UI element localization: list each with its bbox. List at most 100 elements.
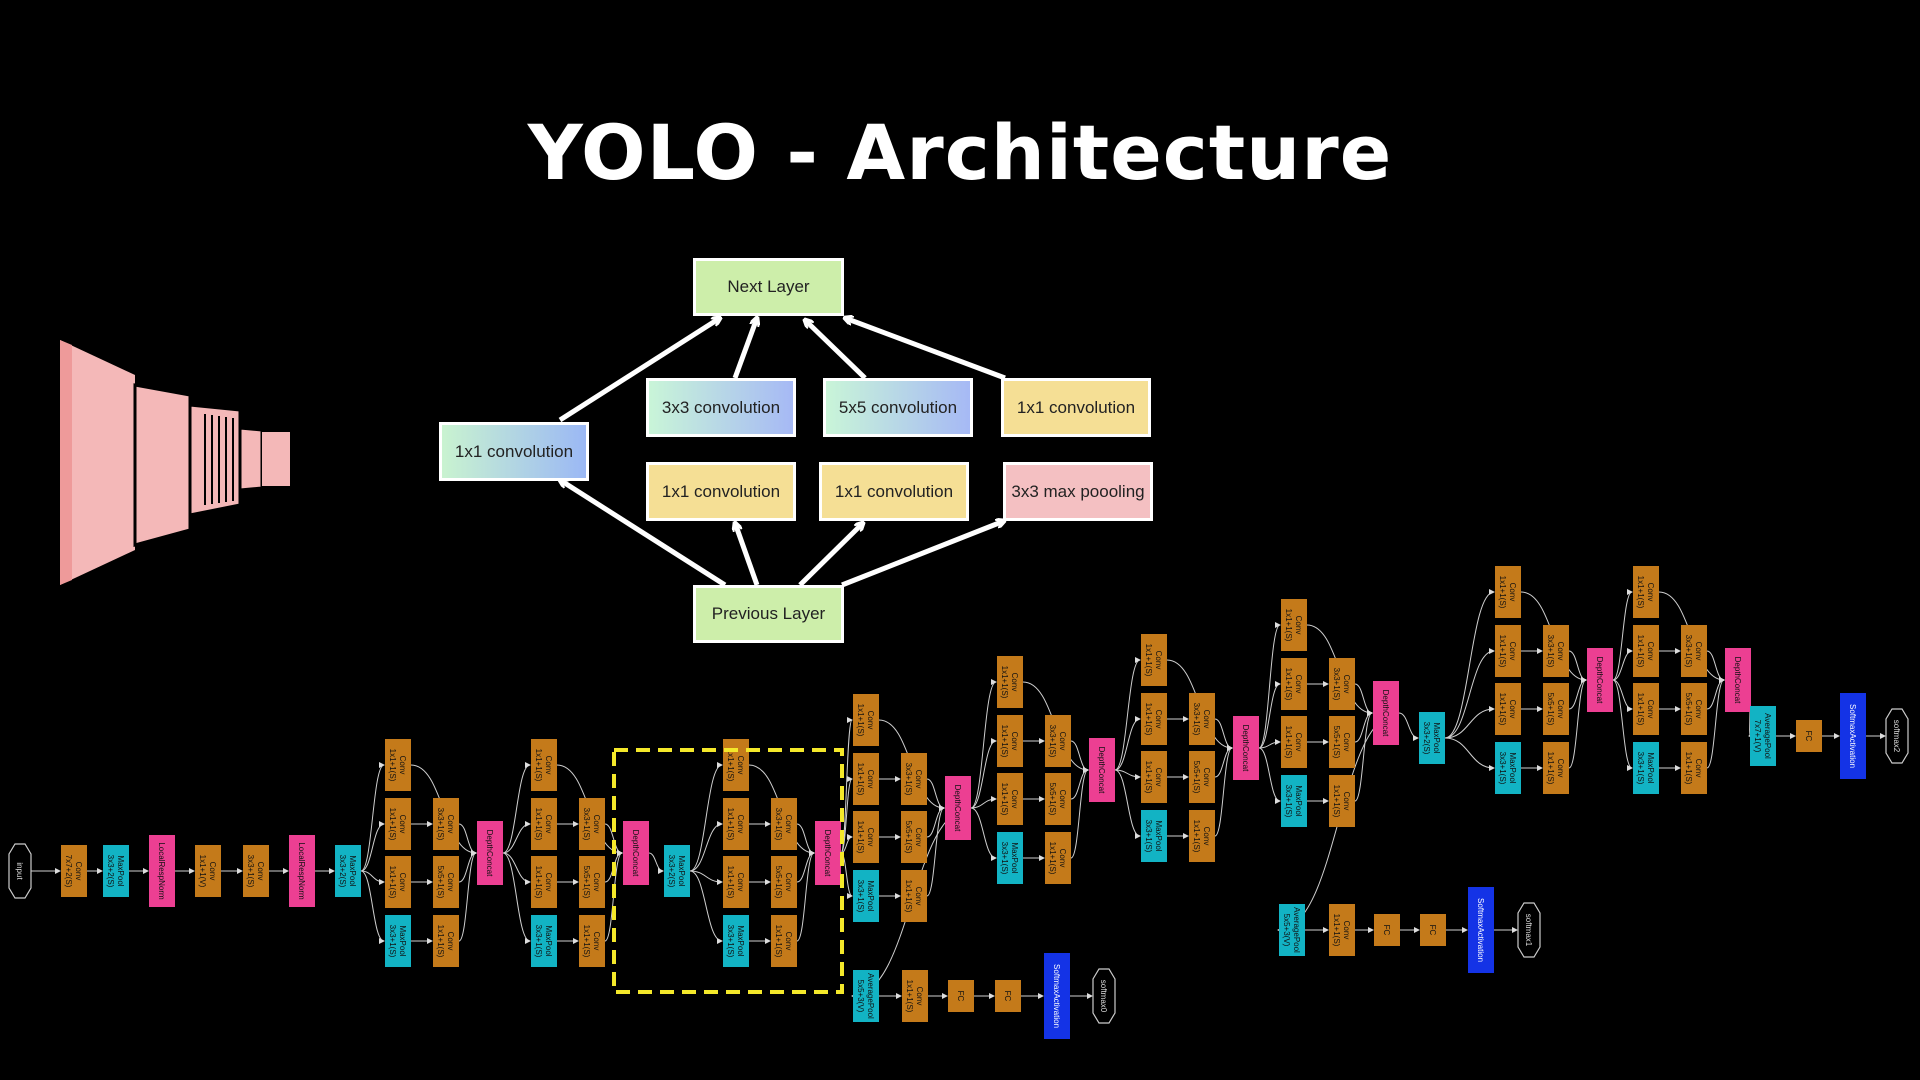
inc2-reduce3: Conv1x1+1(S) [723, 798, 749, 850]
svg-text:SoftmaxActivation: SoftmaxActivation [1848, 704, 1857, 768]
inc6-reduce5: Conv1x1+1(S) [1281, 716, 1307, 768]
aux1-fc2: FC [1420, 914, 1446, 946]
svg-text:Conv1x1+1(S): Conv1x1+1(S) [1000, 725, 1019, 758]
svg-text:Conv3x3+1(S): Conv3x3+1(S) [1048, 725, 1067, 758]
inc3-conv3x3: Conv3x3+1(S) [901, 753, 927, 805]
inc8-conv3x3: Conv3x3+1(S) [1681, 625, 1707, 677]
aux0-softmax-act: SoftmaxActivation [1044, 953, 1070, 1039]
svg-text:SoftmaxActivation: SoftmaxActivation [1052, 964, 1061, 1028]
svg-text:FC: FC [956, 991, 965, 1002]
inc5-conv1x1: Conv1x1+1(S) [1141, 634, 1167, 686]
svg-text:Conv1x1+1(S): Conv1x1+1(S) [1284, 668, 1303, 701]
inc2-pool: MaxPool3x3+1(S) [723, 915, 749, 967]
conv1x1-top-box: 1x1 convolution [1001, 378, 1151, 437]
cone-rings [204, 414, 234, 505]
svg-text:softmax0: softmax0 [1099, 980, 1108, 1013]
svg-text:Conv3x3+1(S): Conv3x3+1(S) [1684, 635, 1703, 668]
svg-text:Conv3x3+1(S): Conv3x3+1(S) [1192, 703, 1211, 736]
svg-text:FC: FC [1382, 925, 1391, 936]
inc0-conv1x1: Conv1x1+1(S) [385, 739, 411, 791]
stem-localrespnorm-5: LocalRespNorm [289, 835, 315, 907]
reduce5-box: 1x1 convolution [819, 462, 969, 521]
inc5-concat: DepthConcat [1233, 716, 1259, 780]
inc6-pool: MaxPool3x3+1(S) [1281, 775, 1307, 827]
inc8-conv5x5: Conv5x5+1(S) [1681, 683, 1707, 735]
svg-text:Conv1x1+1(S): Conv1x1+1(S) [582, 925, 601, 958]
svg-text:DepthConcat: DepthConcat [823, 830, 832, 877]
mid-maxpool-1: MaxPool3x3+2(S) [664, 845, 690, 897]
inc0-pool: MaxPool3x3+1(S) [385, 915, 411, 967]
aux0-conv: Conv1x1+1(S) [902, 970, 928, 1022]
svg-text:MaxPool3x3+2(S): MaxPool3x3+2(S) [106, 855, 125, 888]
svg-text:DepthConcat: DepthConcat [631, 830, 640, 877]
svg-text:MaxPool3x3+1(S): MaxPool3x3+1(S) [534, 925, 553, 958]
svg-text:Conv5x5+1(S): Conv5x5+1(S) [582, 866, 601, 899]
inc1-conv1x1: Conv1x1+1(S) [531, 739, 557, 791]
inc2-conv3x3: Conv3x3+1(S) [771, 798, 797, 850]
inc1-reduce3: Conv1x1+1(S) [531, 798, 557, 850]
svg-text:Conv1x1+1(S): Conv1x1+1(S) [534, 749, 553, 782]
stem-maxpool-6: MaxPool3x3+2(S) [335, 845, 361, 897]
inc4-reduce3: Conv1x1+1(S) [997, 715, 1023, 767]
inc4-pool: MaxPool3x3+1(S) [997, 832, 1023, 884]
svg-text:FC: FC [1428, 925, 1437, 936]
svg-text:softmax2: softmax2 [1892, 720, 1901, 753]
svg-text:Conv1x1+1(S): Conv1x1+1(S) [1284, 609, 1303, 642]
conv3x3-box: 3x3 convolution [646, 378, 796, 437]
aux0-avgpool: AveragePool5x5+3(V) [853, 970, 879, 1022]
inc6-poolproj: Conv1x1+1(S) [1329, 775, 1355, 827]
conv5x5-box: 5x5 convolution [823, 378, 973, 437]
svg-text:Conv1x1+1(S): Conv1x1+1(S) [1144, 644, 1163, 677]
svg-text:Conv1x1+1(S): Conv1x1+1(S) [1332, 914, 1351, 947]
inc4-conv3x3: Conv3x3+1(S) [1045, 715, 1071, 767]
svg-text:Conv1x1+1(S): Conv1x1+1(S) [726, 866, 745, 899]
stem-conv-4: Conv3x3+1(S) [243, 845, 269, 897]
svg-text:Conv1x1+1(S): Conv1x1+1(S) [388, 866, 407, 899]
svg-text:DepthConcat: DepthConcat [953, 785, 962, 832]
svg-text:Conv3x3+1(S): Conv3x3+1(S) [246, 855, 265, 888]
inc0-reduce5: Conv1x1+1(S) [385, 856, 411, 908]
arrow-prev-to-left [560, 480, 727, 588]
inc1-concat: DepthConcat [623, 821, 649, 885]
mid-maxpool-2: MaxPool3x3+2(S) [1419, 712, 1445, 764]
inc8-concat: DepthConcat [1725, 648, 1751, 712]
svg-text:Conv1x1+1(S): Conv1x1+1(S) [726, 808, 745, 841]
inc7-pool: MaxPool3x3+1(S) [1495, 742, 1521, 794]
stem-conv-3: Conv1x1+1(V) [195, 845, 221, 897]
svg-text:Conv1x1+1(S): Conv1x1+1(S) [1636, 635, 1655, 668]
head-softmax-act: SoftmaxActivation [1840, 693, 1866, 779]
svg-text:Conv1x1+1(S): Conv1x1+1(S) [534, 808, 553, 841]
svg-text:Conv1x1+1(S): Conv1x1+1(S) [1684, 752, 1703, 785]
svg-text:Conv1x1+1(S): Conv1x1+1(S) [1498, 576, 1517, 609]
aux0-fc1: FC [948, 980, 974, 1012]
svg-text:Conv1x1+1(S): Conv1x1+1(S) [1498, 693, 1517, 726]
svg-text:Conv1x1+1(S): Conv1x1+1(S) [1332, 785, 1351, 818]
svg-text:FC: FC [1804, 731, 1813, 742]
inc0-conv5x5: Conv5x5+1(S) [433, 856, 459, 908]
inc5-conv5x5: Conv5x5+1(S) [1189, 751, 1215, 803]
inc3-reduce3: Conv1x1+1(S) [853, 753, 879, 805]
inc6-conv3x3: Conv3x3+1(S) [1329, 658, 1355, 710]
aux0-fc2: FC [995, 980, 1021, 1012]
inc4-reduce5: Conv1x1+1(S) [997, 773, 1023, 825]
inc5-pool: MaxPool3x3+1(S) [1141, 810, 1167, 862]
svg-text:Conv1x1+1(S): Conv1x1+1(S) [856, 821, 875, 854]
svg-text:Conv3x3+1(S): Conv3x3+1(S) [1546, 635, 1565, 668]
network-input: input [8, 843, 32, 899]
inc5-reduce5: Conv1x1+1(S) [1141, 751, 1167, 803]
inc2-reduce5: Conv1x1+1(S) [723, 856, 749, 908]
reduce3-box: 1x1 convolution [646, 462, 796, 521]
svg-text:MaxPool3x3+1(S): MaxPool3x3+1(S) [1284, 785, 1303, 818]
svg-text:Conv5x5+1(S): Conv5x5+1(S) [904, 821, 923, 854]
cone-mid2 [188, 403, 242, 517]
inc1-reduce5: Conv1x1+1(S) [531, 856, 557, 908]
svg-text:Conv1x1+1(S): Conv1x1+1(S) [534, 866, 553, 899]
svg-text:DepthConcat: DepthConcat [1733, 657, 1742, 704]
inc5-poolproj: Conv1x1+1(S) [1189, 810, 1215, 862]
inc0-conv3x3: Conv3x3+1(S) [433, 798, 459, 850]
svg-text:Conv5x5+1(S): Conv5x5+1(S) [436, 866, 455, 899]
svg-text:Conv1x1+1(S): Conv1x1+1(S) [726, 749, 745, 782]
arrow-prev-to-red5 [798, 523, 863, 587]
head-fc: FC [1796, 720, 1822, 752]
